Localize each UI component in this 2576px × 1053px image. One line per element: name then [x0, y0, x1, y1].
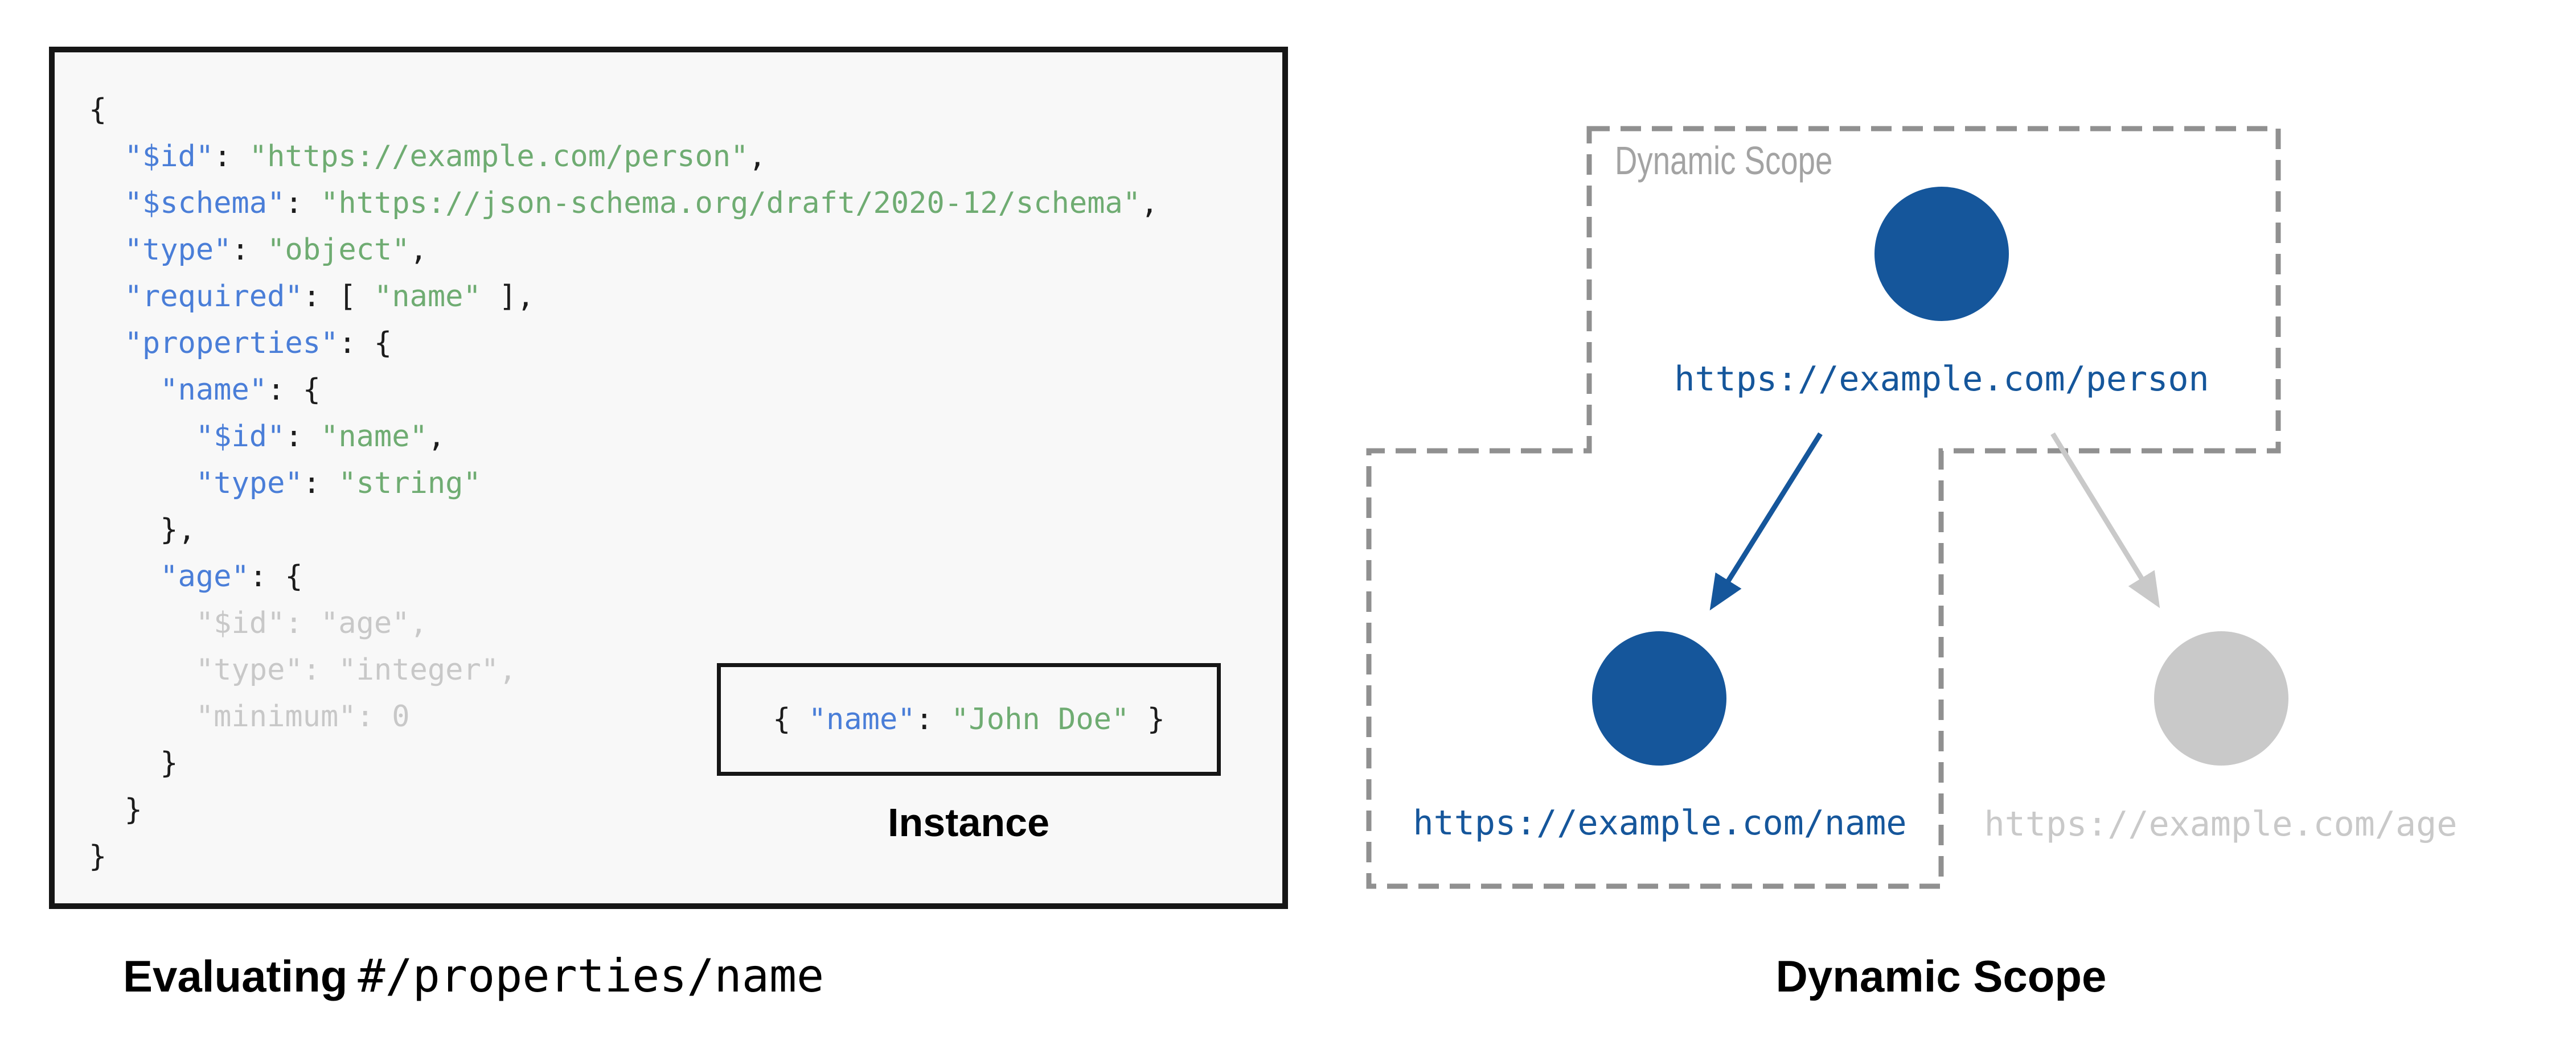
age-node: [2154, 631, 2288, 766]
dynamic-scope-outline: [1366, 126, 2281, 889]
code-line: "$schema": "https://json-schema.org/draf…: [124, 186, 1159, 220]
code-line: "type": "string": [195, 466, 481, 500]
code-line: "$id": "https://example.com/person",: [124, 139, 766, 174]
edge-person-to-age: [2050, 432, 2160, 608]
code-line: "type": "object",: [124, 233, 428, 267]
code-line: "required": [ "name" ],: [124, 279, 535, 314]
left-caption-pointer: #/properties/name: [358, 949, 825, 1002]
code-line: }: [89, 746, 178, 780]
edge-person-to-name: [1709, 432, 1823, 611]
instance-json: { "name": "John Doe" }: [773, 696, 1165, 743]
code-line: "properties": {: [124, 326, 392, 360]
name-node: [1592, 631, 1726, 766]
code-line: "$id": "name",: [195, 419, 446, 454]
age-node-label: https://example.com/age: [1984, 804, 2458, 844]
code-line: "$id": "age",: [89, 606, 428, 640]
code-line: }: [89, 840, 107, 874]
code-line: "type": "integer",: [89, 653, 517, 687]
code-line: "minimum": 0: [89, 700, 410, 734]
code-line: }: [89, 793, 142, 827]
code-line: {: [89, 93, 107, 127]
code-line: },: [89, 513, 196, 547]
schema-panel: { "$id": "https://example.com/person", "…: [49, 47, 1288, 909]
person-node: [1874, 187, 2009, 321]
instance-box: { "name": "John Doe" }: [717, 663, 1221, 776]
name-node-label: https://example.com/name: [1413, 803, 1907, 843]
schema-code: { "$id": "https://example.com/person", "…: [89, 87, 1158, 880]
dynamic-scope-region-label: Dynamic Scope: [1615, 138, 1833, 183]
code-line: "name": {: [160, 373, 321, 407]
person-node-label: https://example.com/person: [1674, 359, 2209, 399]
code-line: "age": {: [160, 560, 303, 594]
left-caption-bold: Evaluating: [123, 951, 348, 1001]
code-line: { "name": "John Doe" }: [773, 702, 1165, 737]
right-caption: Dynamic Scope: [1775, 951, 2107, 1001]
instance-label: Instance: [888, 800, 1049, 845]
left-caption: Evaluating#/properties/name: [123, 952, 824, 1001]
